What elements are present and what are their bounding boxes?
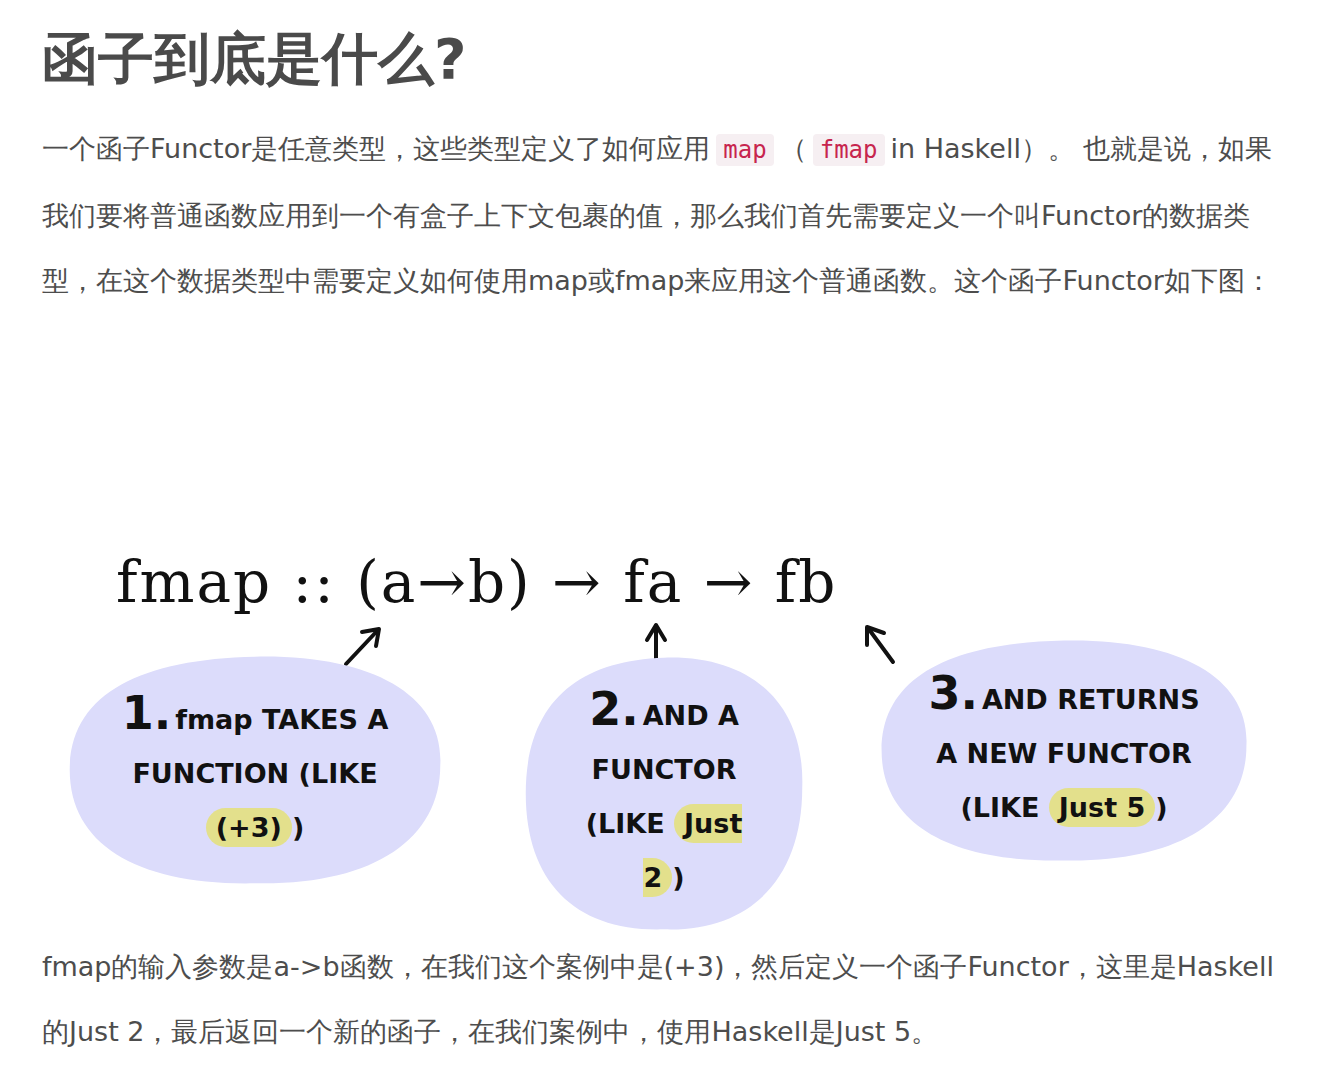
idea-bubble: 2.AND A FUNCTOR (LIKE Just 2) — [520, 652, 808, 935]
callout-number: 2. — [589, 682, 638, 736]
bubble-text: 2.AND A FUNCTOR (LIKE Just 2) — [570, 682, 758, 905]
inline-code: fmap — [813, 134, 885, 166]
arrow-head — [867, 627, 884, 645]
body-text: 一个函子Functor是任意类型，这些类型定义了如何应用 — [42, 133, 710, 164]
body-text: fmap的输入参数是a->b函数，在我们这个案例中是(+3)，然后定义一个函子F… — [42, 951, 1274, 1047]
leader-line — [346, 630, 378, 664]
idea-bubble: 3.AND RETURNS A NEW FUNCTOR (LIKE Just 5… — [874, 636, 1254, 865]
bubble-content: 3.AND RETURNS A NEW FUNCTOR (LIKE Just 5… — [874, 636, 1254, 865]
bubble-fill — [882, 640, 1247, 860]
bubble-fill — [526, 658, 803, 930]
arrow-head — [647, 625, 665, 640]
leader-line — [868, 628, 893, 662]
idea-bubble: 1.fmap TAKES A FUNCTION (LIKE (+3)) — [62, 652, 448, 888]
body-paragraph: 一个函子Functor是任意类型，这些类型定义了如何应用map（fmapin H… — [42, 116, 1287, 313]
callout-number: 3. — [928, 666, 977, 720]
page-heading: 函子到底是什么? — [42, 22, 466, 98]
arrow-head — [362, 629, 379, 646]
body-text: （ — [780, 133, 807, 164]
bubble-content: 2.AND A FUNCTOR (LIKE Just 2) — [520, 652, 808, 935]
handwritten-text: ) — [1155, 792, 1167, 823]
highlighted-example: Just 5 — [1049, 788, 1155, 827]
type-signature: fmap :: (a→b) → fa → fb — [116, 548, 837, 616]
bubble-text: 1.fmap TAKES A FUNCTION (LIKE (+3)) — [112, 686, 398, 855]
inline-code: map — [716, 134, 773, 166]
body-paragraph: fmap的输入参数是a->b函数，在我们这个案例中是(+3)，然后定义一个函子F… — [42, 934, 1287, 1064]
handwritten-text: ) — [292, 812, 304, 843]
highlighted-example: (+3) — [206, 808, 292, 847]
handwritten-text: ) — [672, 862, 684, 893]
bubble-fill — [70, 657, 441, 884]
bubble-content: 1.fmap TAKES A FUNCTION (LIKE (+3)) — [62, 652, 448, 888]
callout-number: 1. — [122, 686, 171, 740]
bubble-text: 3.AND RETURNS A NEW FUNCTOR (LIKE Just 5… — [924, 666, 1204, 835]
